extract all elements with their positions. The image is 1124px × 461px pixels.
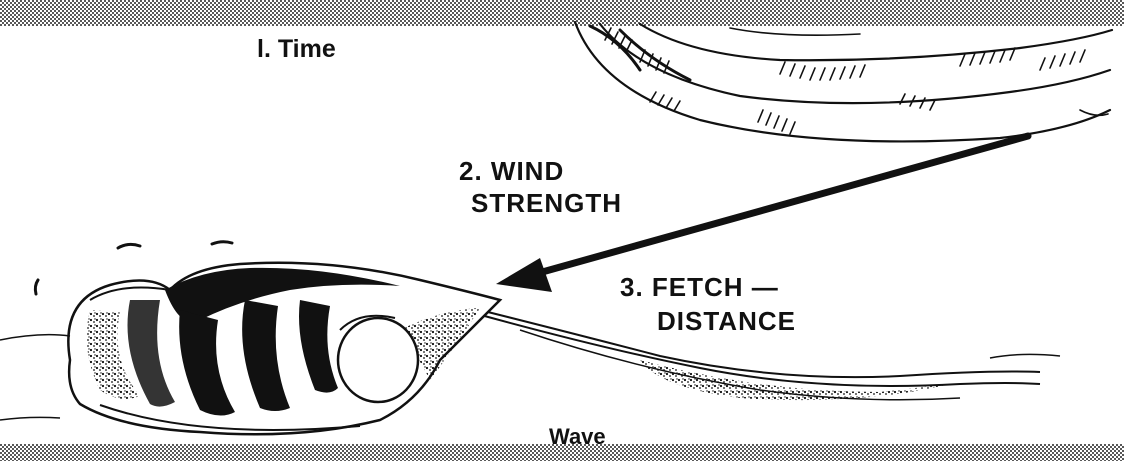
fetch-distance-label-line1: 3. FETCH — bbox=[620, 272, 779, 303]
wind-strength-label-line2: STRENGTH bbox=[471, 188, 622, 219]
fetch-distance-label-line2: DISTANCE bbox=[657, 306, 796, 337]
top-border bbox=[0, 0, 1124, 26]
wind-strength-label-line1: 2. WIND bbox=[459, 156, 564, 187]
time-label: l. Time bbox=[257, 35, 336, 64]
wave-label: Wave bbox=[549, 424, 606, 450]
cloud-icon bbox=[575, 22, 1112, 141]
